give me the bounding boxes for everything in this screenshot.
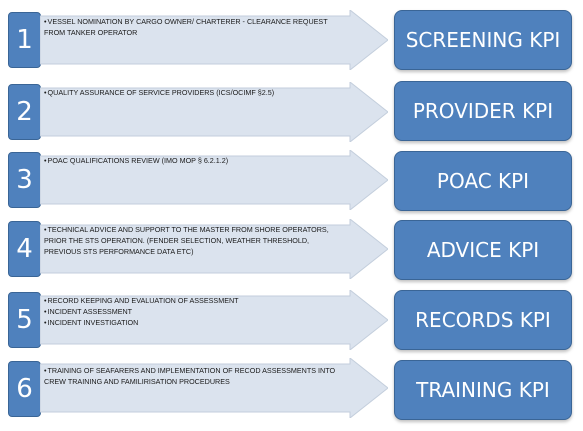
bullet-item: TECHNICAL ADVICE AND SUPPORT TO THE MAST… xyxy=(44,225,344,257)
bullet-item: VESSEL NOMINATION BY CARGO OWNER/ CHARTE… xyxy=(44,17,344,39)
bullet-item: INCIDENT INVESTIGATION xyxy=(44,318,344,329)
bullet-item: QUALITY ASSURANCE OF SERVICE PROVIDERS (… xyxy=(44,88,344,99)
kpi-box: PROVIDER KPI xyxy=(394,81,572,141)
step-number: 5 xyxy=(8,292,41,348)
step-number: 6 xyxy=(8,361,41,417)
kpi-box: TRAINING KPI xyxy=(394,360,572,420)
step-bullets: POAC QUALIFICATIONS REVIEW (IMO MOP § 6.… xyxy=(44,156,344,167)
kpi-box: SCREENING KPI xyxy=(394,10,572,70)
bullet-item: POAC QUALIFICATIONS REVIEW (IMO MOP § 6.… xyxy=(44,156,344,167)
kpi-box: ADVICE KPI xyxy=(394,220,572,280)
step-number: 2 xyxy=(8,84,41,140)
step-bullets: TRAINING OF SEAFARERS AND IMPLEMENTATION… xyxy=(44,366,344,388)
step-bullets: VESSEL NOMINATION BY CARGO OWNER/ CHARTE… xyxy=(44,17,344,39)
step-number: 3 xyxy=(8,152,41,208)
step-bullets: TECHNICAL ADVICE AND SUPPORT TO THE MAST… xyxy=(44,225,344,257)
bullet-item: RECORD KEEPING AND EVALUATION OF ASSESSM… xyxy=(44,296,344,307)
step-number: 1 xyxy=(8,12,41,68)
kpi-box: RECORDS KPI xyxy=(394,290,572,350)
step-number: 4 xyxy=(8,221,41,277)
kpi-box: POAC KPI xyxy=(394,151,572,211)
bullet-item: TRAINING OF SEAFARERS AND IMPLEMENTATION… xyxy=(44,366,344,388)
bullet-item: INCIDENT ASSESSMENT xyxy=(44,307,344,318)
step-bullets: RECORD KEEPING AND EVALUATION OF ASSESSM… xyxy=(44,296,344,328)
step-bullets: QUALITY ASSURANCE OF SERVICE PROVIDERS (… xyxy=(44,88,344,99)
